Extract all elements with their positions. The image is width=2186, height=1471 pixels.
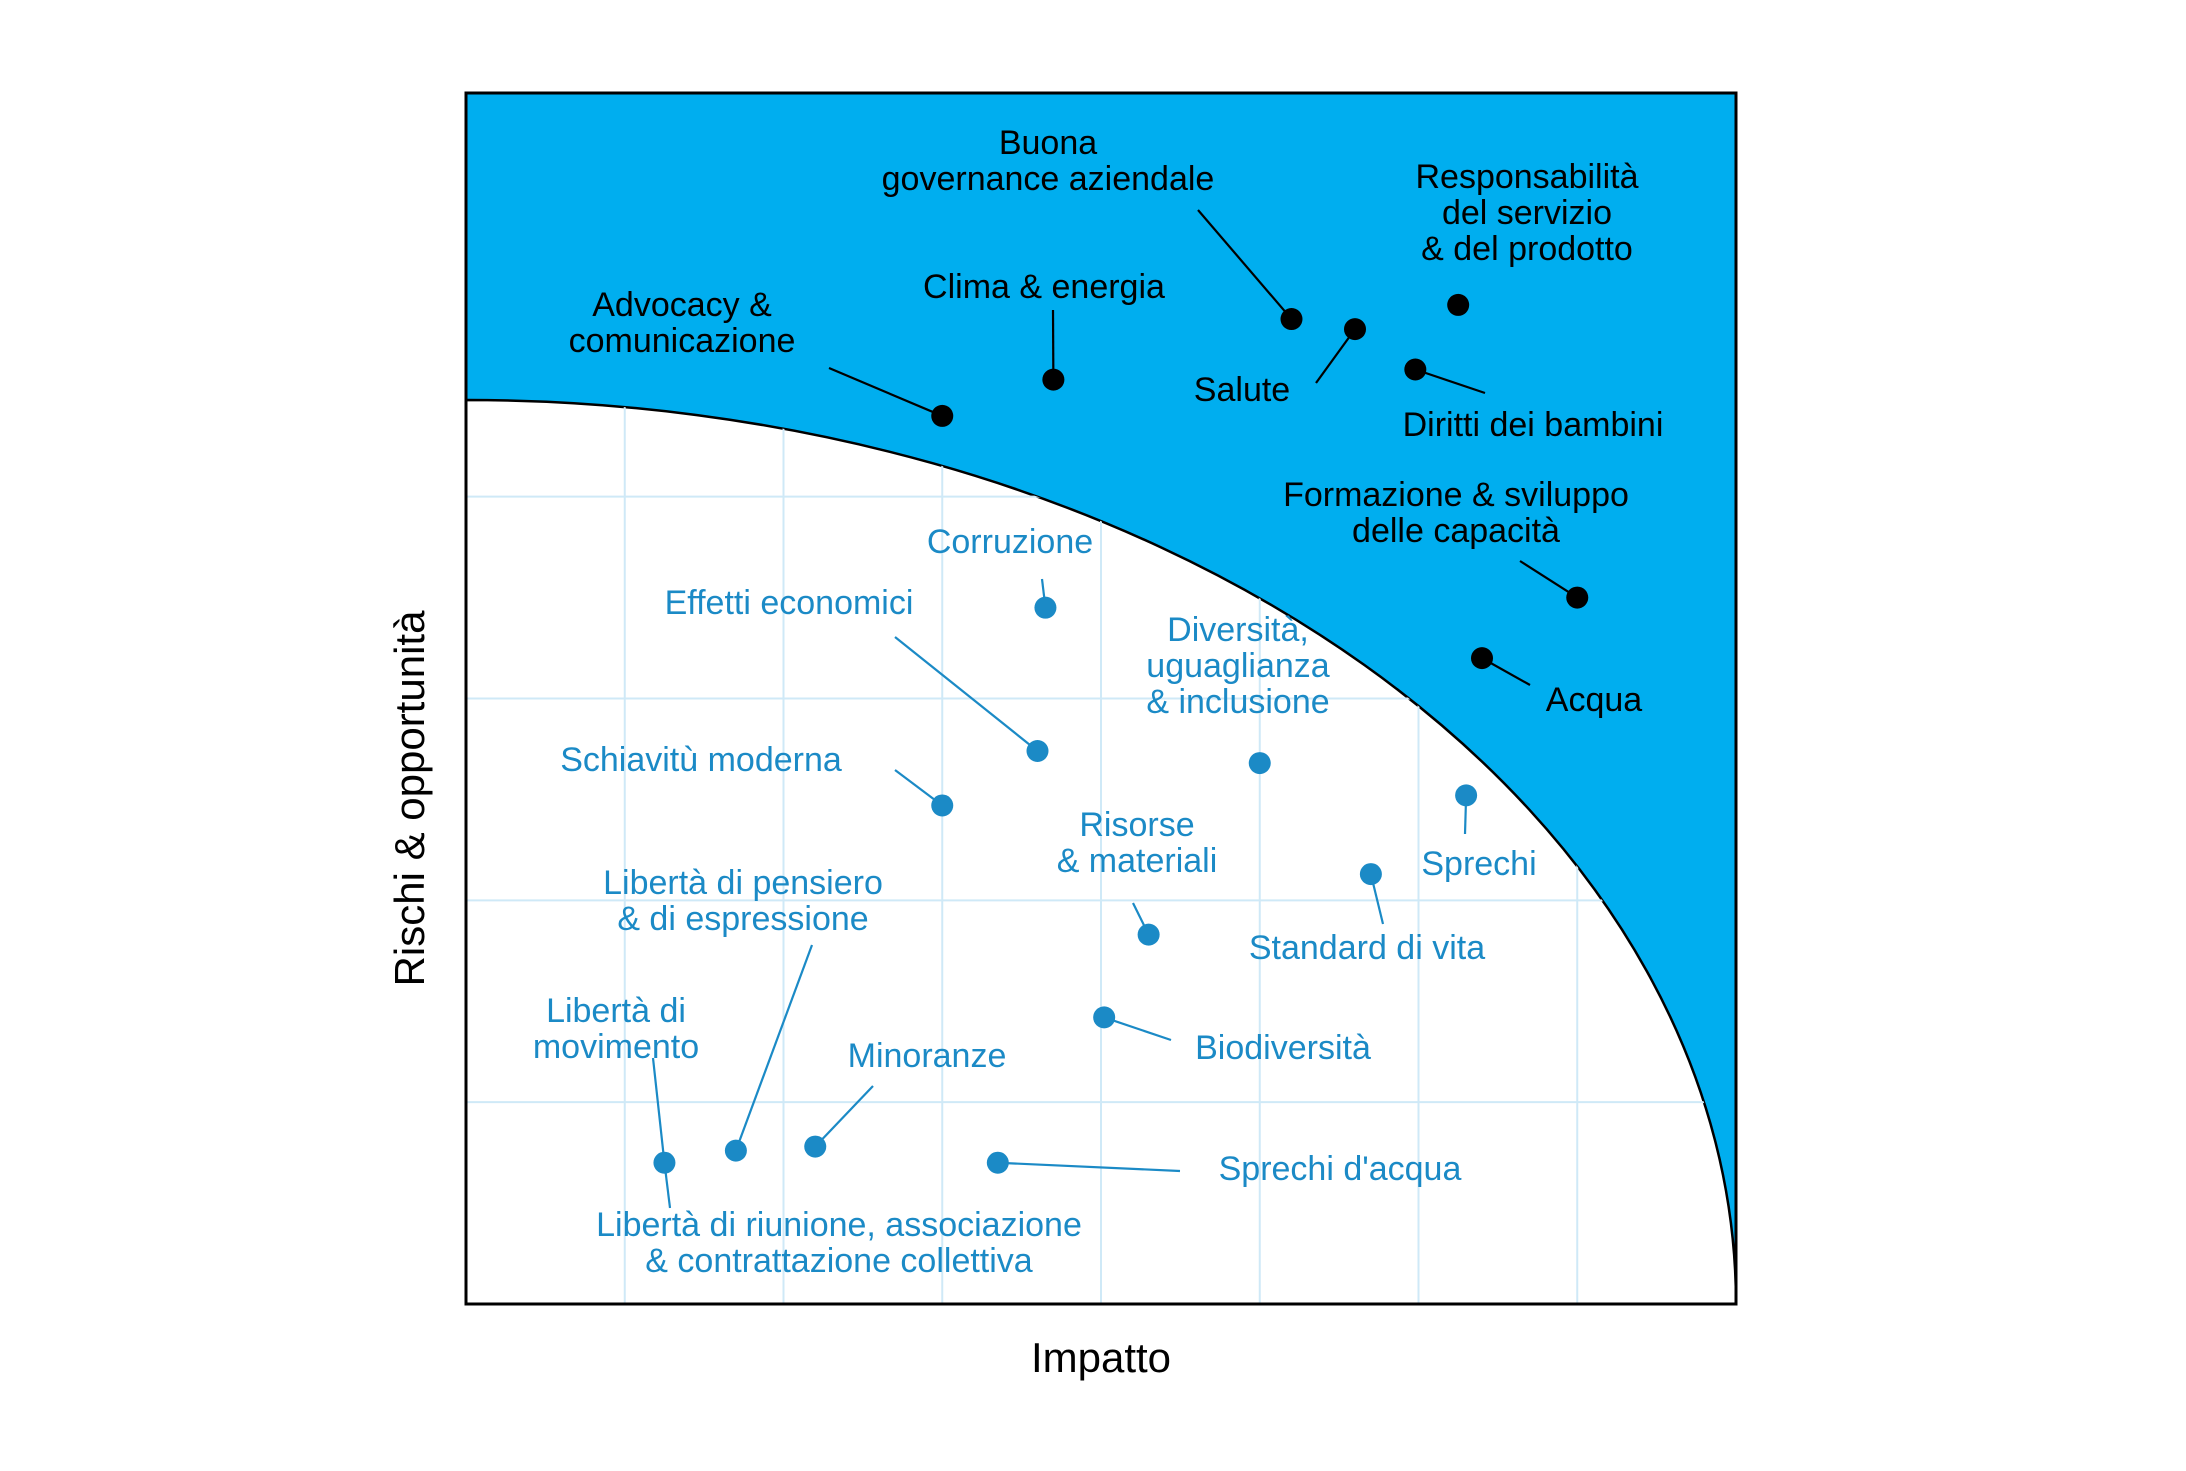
label-minoranze: Minoranze	[848, 1037, 1007, 1075]
label-movimento-line: movimento	[533, 1028, 699, 1066]
point-biodiversita	[1093, 1006, 1116, 1029]
label-risorse: Risorse& materiali	[1057, 806, 1218, 880]
point-corruzione	[1034, 596, 1057, 619]
leader-line-sprechi-acqua	[997, 1161, 1181, 1173]
label-acqua-line: Acqua	[1546, 681, 1642, 719]
label-diversita-line: Diversità,	[1167, 611, 1309, 649]
label-sprechi-acqua-line: Sprechi d'acqua	[1219, 1150, 1462, 1188]
label-responsabilita-line: & del prodotto	[1421, 230, 1633, 268]
point-acqua	[1471, 647, 1493, 670]
label-formazione-line: delle capacità	[1352, 512, 1560, 550]
point-advocacy	[931, 404, 954, 427]
label-pensiero-line: & di espressione	[617, 900, 868, 938]
label-diritti-bambini-line: Diritti dei bambini	[1403, 406, 1664, 444]
label-clima-line: Clima & energia	[923, 268, 1165, 306]
point-salute	[1344, 318, 1366, 341]
label-corruzione-line: Corruzione	[927, 523, 1093, 561]
label-pensiero: Libertà di pensiero& di espressione	[603, 864, 883, 938]
label-schiavitu: Schiavitù moderna	[560, 741, 842, 779]
label-sprechi: Sprechi	[1421, 845, 1536, 883]
label-responsabilita-line: Responsabilità	[1415, 158, 1638, 196]
leader-line-effetti-economici	[894, 636, 1039, 752]
label-schiavitu-line: Schiavitù moderna	[560, 741, 842, 779]
leader-line-salute	[1315, 328, 1356, 384]
point-effetti-economici	[1026, 739, 1049, 762]
label-diversita-line: & inclusione	[1146, 683, 1329, 721]
label-riunione-line: Libertà di riunione, associazione	[596, 1206, 1082, 1244]
label-riunione-line: & contrattazione collettiva	[645, 1242, 1033, 1280]
label-risorse-line: & materiali	[1057, 842, 1218, 880]
label-effetti-economici: Effetti economici	[665, 584, 914, 622]
label-sprechi-line: Sprechi	[1421, 845, 1536, 883]
point-standard-vita	[1359, 863, 1382, 886]
leader-line-pensiero	[734, 944, 814, 1151]
label-responsabilita-line: del servizio	[1442, 194, 1612, 232]
label-acqua: Acqua	[1546, 681, 1642, 719]
label-diversita: Diversità,uguaglianza& inclusione	[1146, 611, 1329, 721]
x-axis-title: Impatto	[1031, 1334, 1171, 1381]
label-pensiero-line: Libertà di pensiero	[603, 864, 883, 902]
label-standard-vita: Standard di vita	[1249, 929, 1485, 967]
point-sprechi-acqua	[986, 1151, 1009, 1174]
leader-line-advocacy	[828, 366, 943, 417]
point-risorse	[1137, 923, 1160, 946]
leader-line-biodiversita	[1103, 1016, 1172, 1042]
label-minoranze-line: Minoranze	[848, 1037, 1007, 1075]
leader-line-formazione	[1519, 560, 1578, 599]
data-points	[653, 293, 1589, 1174]
label-movimento-line: Libertà di	[546, 992, 686, 1030]
point-governance	[1280, 308, 1303, 331]
label-advocacy-line: comunicazione	[569, 322, 796, 360]
point-diritti-bambini	[1404, 358, 1427, 381]
point-movimento	[653, 1151, 676, 1174]
label-biodiversita: Biodiversità	[1195, 1029, 1371, 1067]
label-formazione-line: Formazione & sviluppo	[1283, 476, 1629, 514]
point-diversita	[1248, 752, 1271, 775]
label-sprechi-acqua: Sprechi d'acqua	[1219, 1150, 1462, 1188]
label-advocacy-line: Advocacy &	[592, 286, 772, 324]
point-schiavitu	[931, 794, 954, 817]
point-sprechi	[1455, 784, 1478, 807]
label-governance-line: Buona	[999, 124, 1097, 162]
label-riunione: Libertà di riunione, associazione& contr…	[596, 1206, 1082, 1280]
plot-frame	[464, 91, 1738, 1306]
leader-line-movimento	[651, 1057, 666, 1163]
label-advocacy: Advocacy &comunicazione	[569, 286, 796, 360]
label-diversita-line: uguaglianza	[1146, 647, 1329, 685]
point-clima	[1042, 368, 1065, 391]
label-effetti-economici-line: Effetti economici	[665, 584, 914, 622]
label-governance-line: governance aziendale	[882, 160, 1215, 198]
y-axis-title: Rischi & opportunità	[386, 610, 433, 987]
leader-line-governance	[1197, 209, 1293, 320]
label-salute: Salute	[1194, 371, 1290, 409]
point-responsabilita	[1447, 293, 1470, 316]
label-clima: Clima & energia	[923, 268, 1165, 306]
label-salute-line: Salute	[1194, 371, 1290, 409]
point-minoranze	[804, 1135, 827, 1158]
point-formazione	[1566, 586, 1589, 609]
label-standard-vita-line: Standard di vita	[1249, 929, 1485, 967]
label-risorse-line: Risorse	[1079, 806, 1194, 844]
label-corruzione: Corruzione	[927, 523, 1093, 561]
leader-line-minoranze	[814, 1085, 874, 1148]
label-biodiversita-line: Biodiversità	[1195, 1029, 1371, 1067]
point-pensiero	[724, 1139, 747, 1162]
leader-line-diritti-bambini	[1414, 368, 1486, 395]
point-labels: Advocacy &comunicazione Clima & energia Bu…	[533, 124, 1664, 1280]
label-diritti-bambini: Diritti dei bambini	[1403, 406, 1664, 444]
